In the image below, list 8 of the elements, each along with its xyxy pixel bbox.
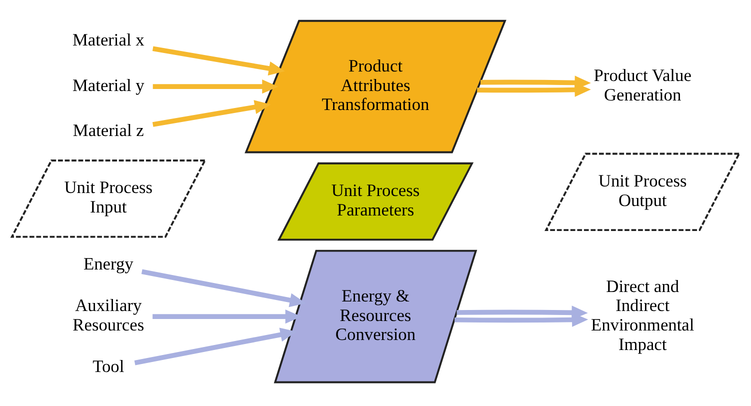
node-text: Auxiliary Resources xyxy=(72,296,144,334)
node-text: Material y xyxy=(72,76,144,95)
node-text: Direct and Indirect Environmental Impact xyxy=(590,276,694,354)
node-text: Material z xyxy=(72,121,144,140)
node-text: Tool xyxy=(92,356,124,376)
node-text: Energy xyxy=(83,254,134,274)
node-text: Product Value Generation xyxy=(594,66,692,104)
node-text: Material x xyxy=(72,30,144,50)
